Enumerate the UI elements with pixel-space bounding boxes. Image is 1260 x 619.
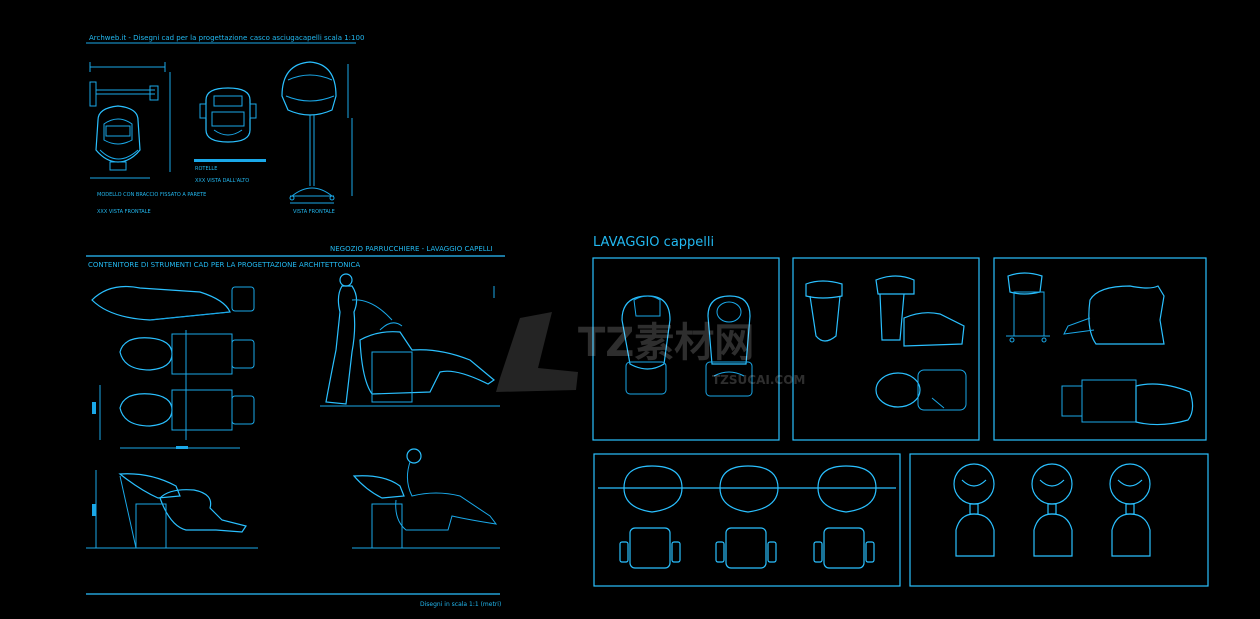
panel-3-basin-chair-side [993,257,1207,441]
label-vista-alto: XXX VISTA DALL'ALTO [195,178,249,184]
label-vista-frontale-a: XXX VISTA FRONTALE [97,209,151,215]
header-left-text: Archweb.it - Disegni cad per la progetta… [89,34,247,42]
dryer-top-view-drawing [194,87,266,162]
section-title-left: CONTENITORE DI STRUMENTI CAD PER LA PROG… [88,261,360,269]
label-modello: MODELLO CON BRACCIO FISSATO A PARETE [97,192,206,198]
stylist-washing-client-drawing [320,273,500,407]
header-right-text: casco asciugacapelli scala 1:100 [250,34,364,42]
wall-hair-dryer-drawing [89,62,171,179]
label-vista-frontale-b: VISTA FRONTALE [293,209,335,215]
standing-hair-dryer-drawing [281,61,353,204]
footer-scale-text: Disegni in scala 1:1 (metri) [420,601,501,608]
wash-chair-top-views-drawing [91,285,255,449]
watermark-logo-icon [496,312,578,392]
panel-1-top-views [592,257,780,441]
panel-2-basin-chairs [792,257,980,441]
watermark: TZ素材网 TZSUCAI.COM [496,312,805,392]
section-title-right: NEGOZIO PARRUCCHIERE - LAVAGGIO CAPELLI [330,245,493,253]
panel-5-dryer-chairs-row [909,453,1209,587]
watermark-brand: TZ素材网 [578,320,754,366]
lavaggio-title: LAVAGGIO cappelli [593,235,714,250]
label-rotelle: ROTELLE [195,166,217,172]
panel-4-sinks-row [593,453,901,587]
wash-chair-side-views-drawing [86,448,500,549]
watermark-url: TZSUCAI.COM [712,373,805,387]
